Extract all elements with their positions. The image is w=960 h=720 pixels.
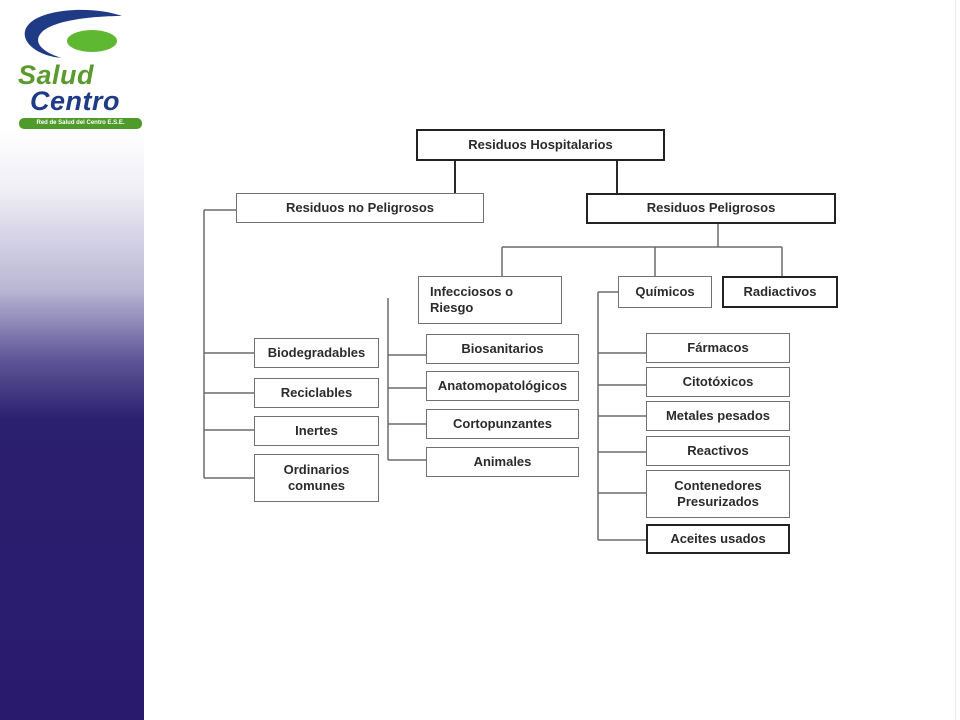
node-contenedores-presurizados: Contenedores Presurizados	[646, 470, 790, 518]
node-label: Citotóxicos	[682, 373, 754, 389]
node-label: Inertes	[295, 422, 338, 438]
node-label: Animales	[473, 453, 532, 469]
node-root-label: Residuos Hospitalarios	[468, 136, 613, 152]
node-radiactivos: Radiactivos	[722, 276, 838, 308]
node-citotoxicos: Citotóxicos	[646, 367, 790, 397]
node-infecciosos: Infecciosos o Riesgo	[418, 276, 562, 324]
node-label: Aceites usados	[670, 530, 766, 546]
node-label: Reactivos	[687, 442, 749, 458]
node-label: Anatomopatológicos	[437, 377, 568, 393]
node-ordinarios-comunes: Ordinarios comunes	[254, 454, 379, 502]
node-inertes: Inertes	[254, 416, 379, 446]
node-infecciosos-label: Infecciosos o Riesgo	[430, 283, 514, 315]
node-no-peligrosos: Residuos no Peligrosos	[236, 193, 484, 223]
node-label: Metales pesados	[665, 407, 771, 423]
node-cortopunzantes: Cortopunzantes	[426, 409, 579, 439]
node-reactivos: Reactivos	[646, 436, 790, 466]
logo	[14, 8, 144, 132]
node-quimicos-label: Químicos	[635, 283, 695, 299]
node-metales-pesados: Metales pesados	[646, 401, 790, 431]
node-label: Cortopunzantes	[453, 415, 552, 431]
slide-edge	[955, 0, 960, 720]
node-label: Biodegradables	[267, 344, 366, 360]
node-peligrosos-label: Residuos Peligrosos	[646, 200, 776, 216]
logo-tagline: Red de Salud del Centro E.S.E.	[19, 118, 142, 129]
node-label: Ordinarios comunes	[283, 461, 350, 493]
node-label: Biosanitarios	[461, 340, 544, 356]
node-quimicos: Químicos	[618, 276, 712, 308]
node-aceites-usados: Aceites usados	[646, 524, 790, 554]
logo-word-salud: Salud	[18, 60, 95, 90]
node-label: Reciclables	[280, 384, 353, 400]
node-peligrosos: Residuos Peligrosos	[586, 193, 836, 224]
node-farmacos: Fármacos	[646, 333, 790, 363]
node-label: Fármacos	[687, 339, 749, 355]
node-label: Contenedores Presurizados	[674, 477, 762, 509]
node-reciclables: Reciclables	[254, 378, 379, 408]
node-biodegradables: Biodegradables	[254, 338, 379, 368]
node-root: Residuos Hospitalarios	[416, 129, 665, 161]
node-no-peligrosos-label: Residuos no Peligrosos	[285, 199, 435, 215]
node-anatomopatologicos: Anatomopatológicos	[426, 371, 579, 401]
logo-swoosh-icon	[24, 9, 122, 58]
node-radiactivos-label: Radiactivos	[743, 283, 817, 299]
logo-word-centro: Centro	[30, 86, 120, 116]
node-animales: Animales	[426, 447, 579, 477]
node-biosanitarios: Biosanitarios	[426, 334, 579, 364]
